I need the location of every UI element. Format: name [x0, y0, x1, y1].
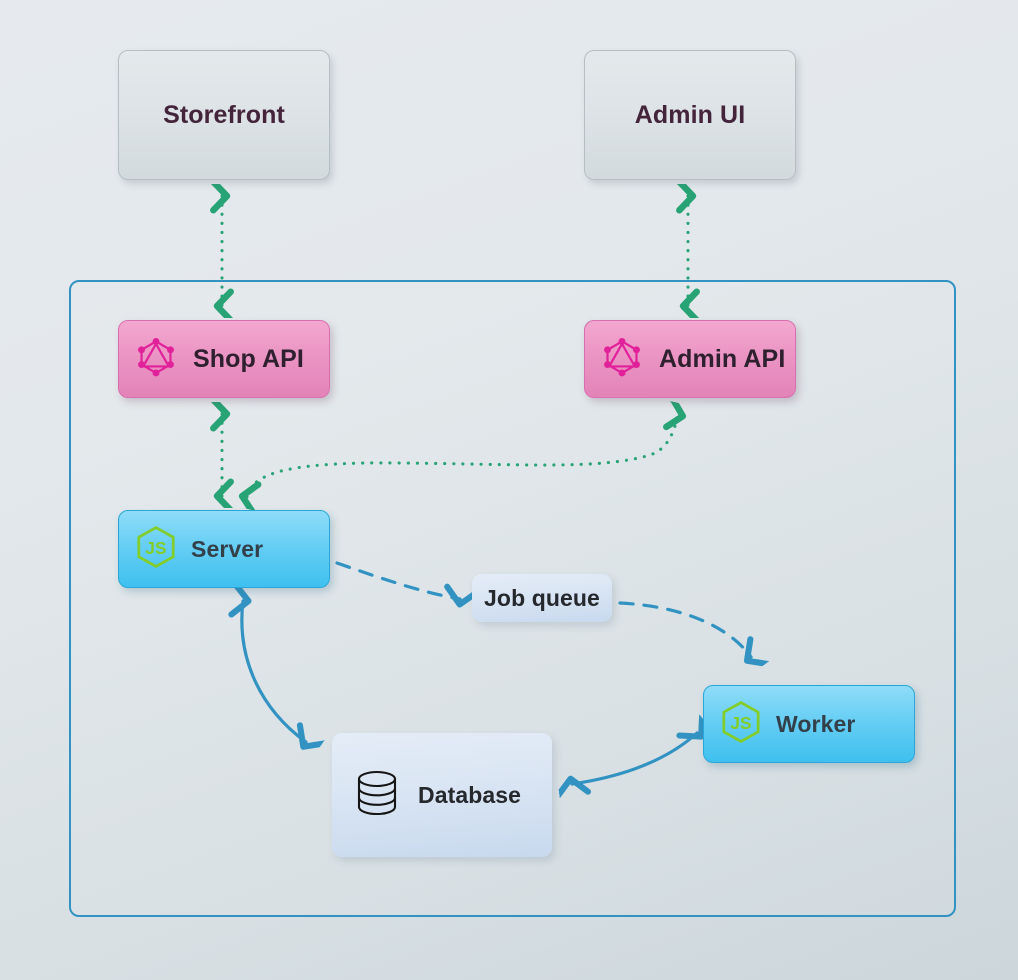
node-storefront-label: Storefront	[163, 100, 285, 129]
node-shop-api-label: Shop API	[193, 344, 304, 373]
nodejs-icon: JS	[720, 700, 762, 749]
node-job-queue[interactable]: Job queue	[472, 574, 612, 622]
node-server-label: Server	[191, 535, 264, 562]
graphql-icon	[135, 336, 177, 383]
node-admin-ui[interactable]: Admin UI	[584, 50, 796, 180]
node-worker[interactable]: JS Worker	[703, 685, 915, 763]
nodejs-icon: JS	[135, 525, 177, 574]
svg-text:JS: JS	[730, 712, 751, 732]
node-server[interactable]: JS Server	[118, 510, 330, 588]
svg-text:JS: JS	[145, 537, 166, 557]
node-worker-label: Worker	[776, 710, 856, 737]
node-admin-api[interactable]: Admin API	[584, 320, 796, 398]
node-job-queue-label: Job queue	[484, 584, 600, 611]
node-database-label: Database	[418, 781, 522, 808]
node-database[interactable]: Database	[332, 733, 552, 857]
node-admin-api-label: Admin API	[659, 344, 786, 373]
node-shop-api[interactable]: Shop API	[118, 320, 330, 398]
graphql-icon	[601, 336, 643, 383]
node-storefront[interactable]: Storefront	[118, 50, 330, 180]
database-icon	[354, 768, 400, 823]
node-admin-ui-label: Admin UI	[634, 100, 746, 129]
